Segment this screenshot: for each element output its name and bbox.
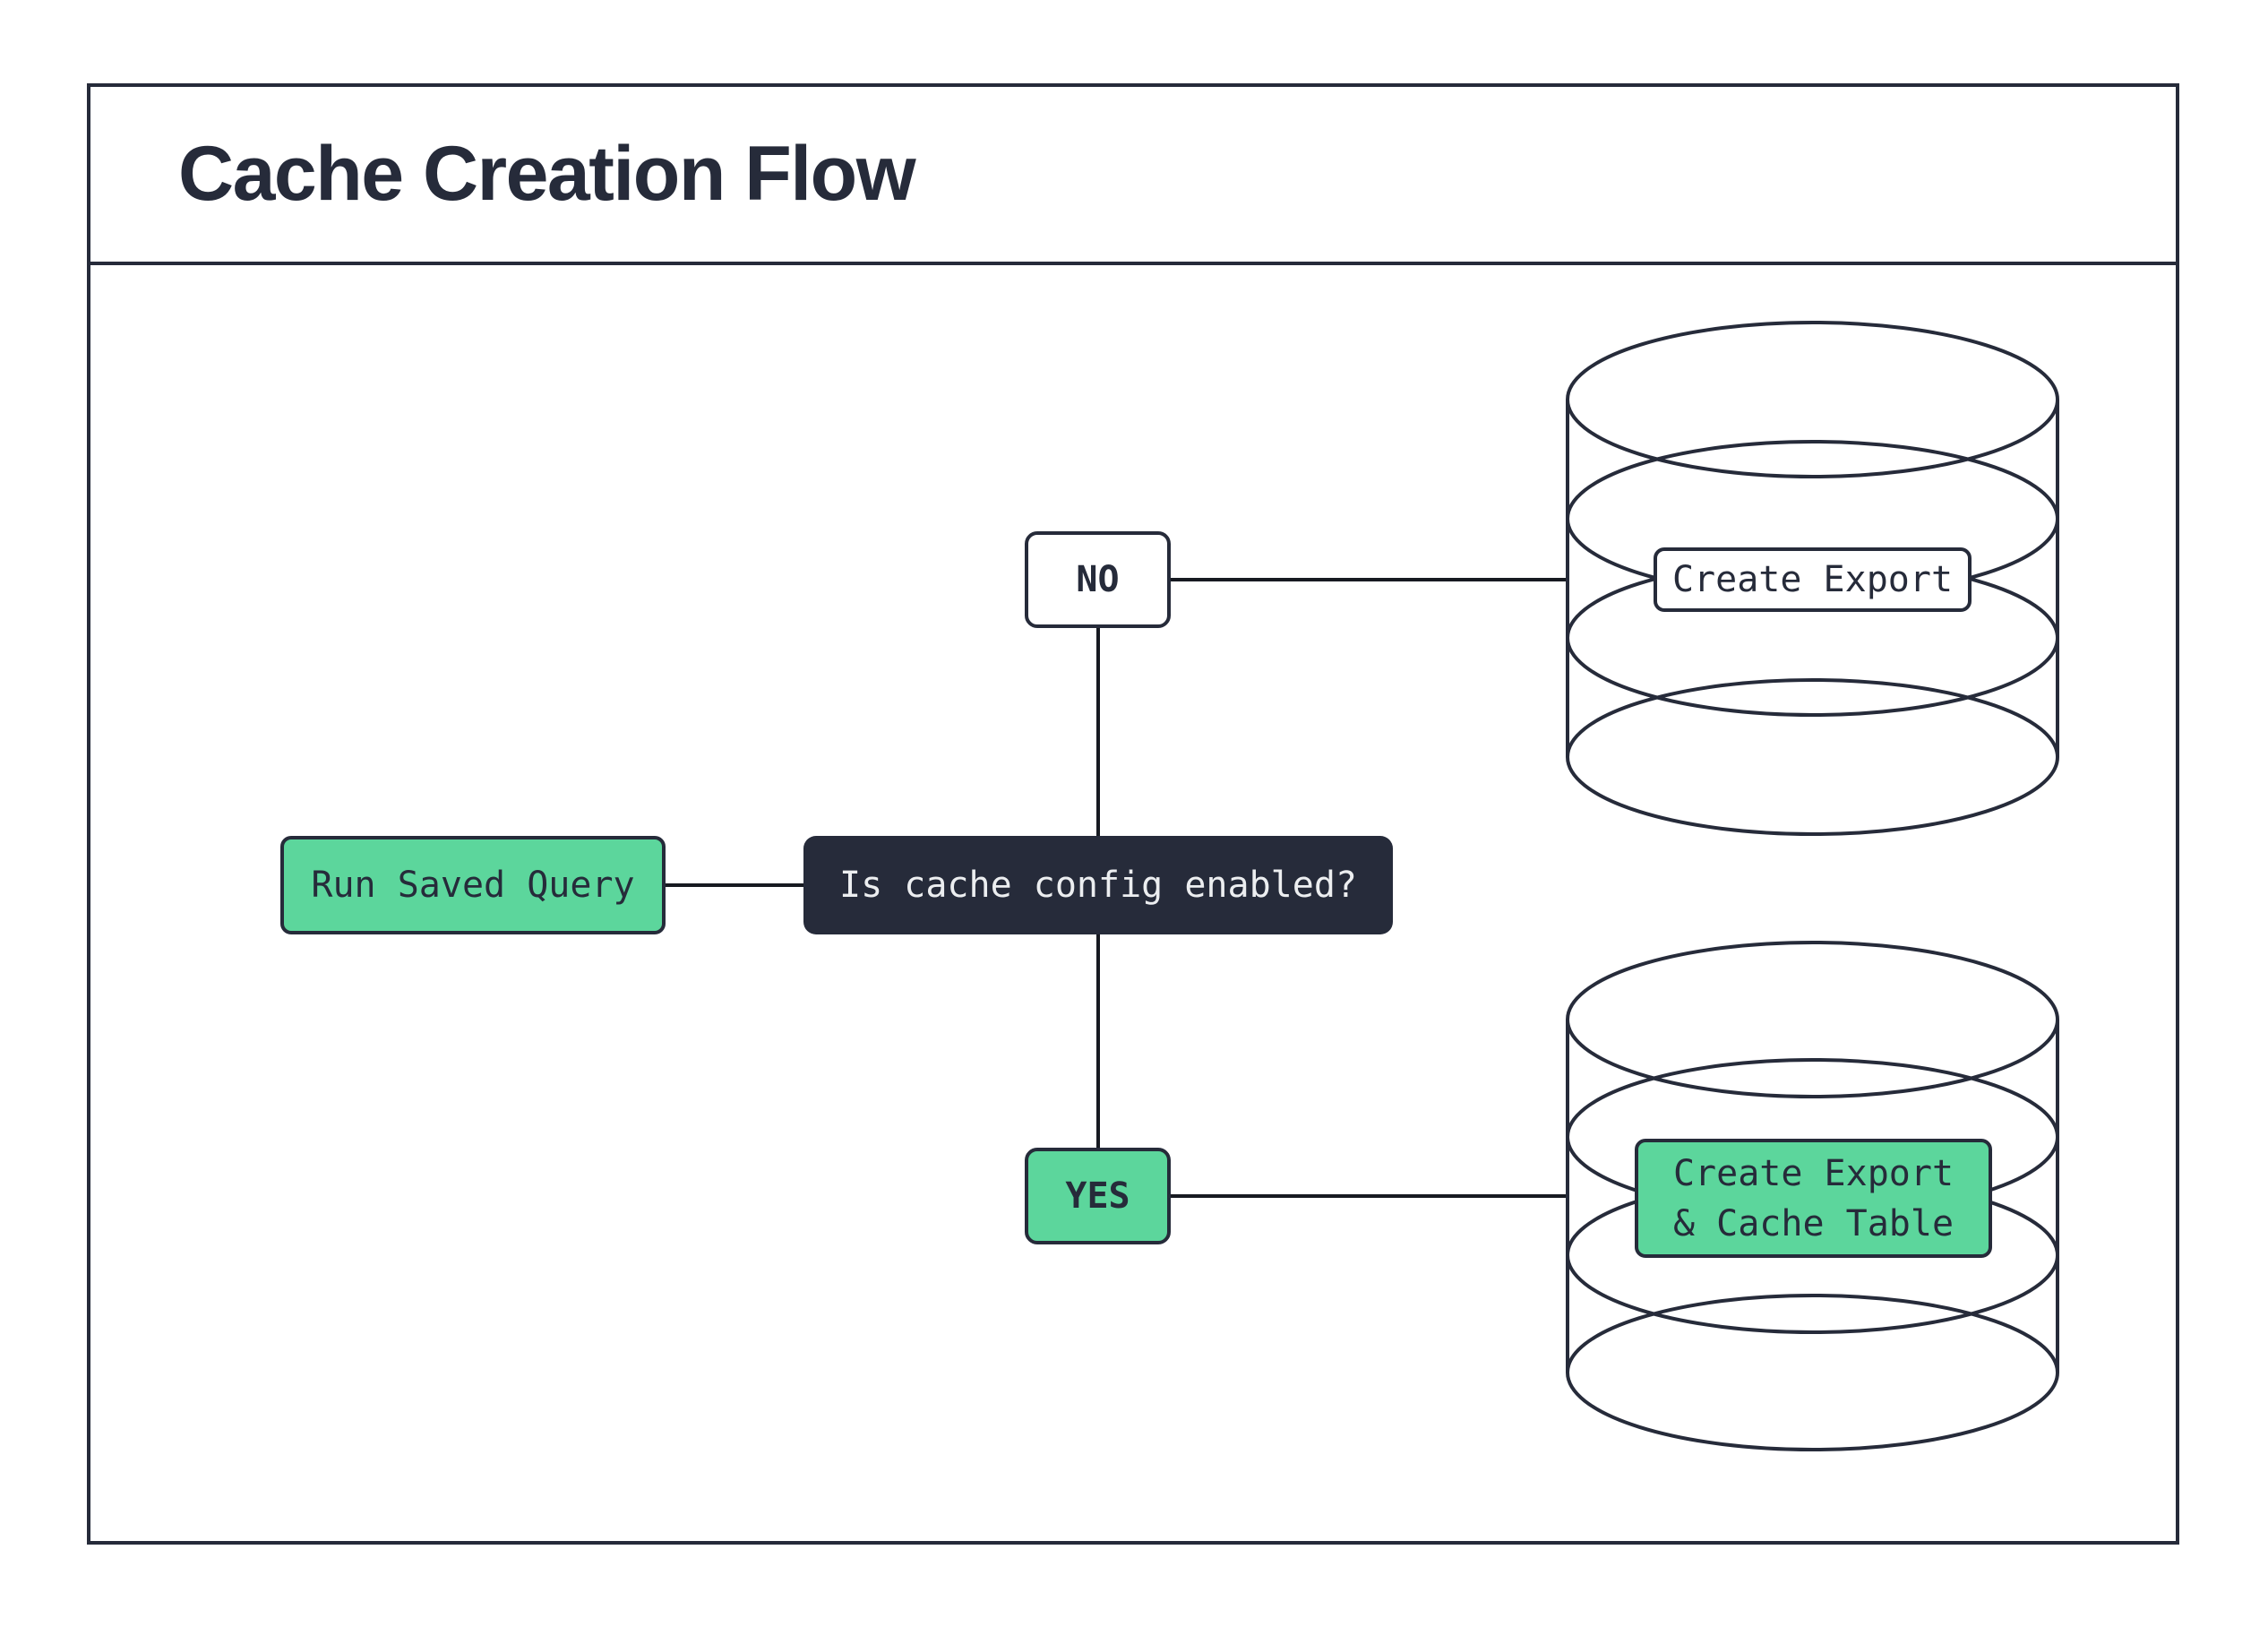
- decision-node: Is cache config enabled?: [803, 836, 1393, 934]
- start-node: Run Saved Query: [280, 836, 666, 934]
- branch-no-node: NO: [1025, 531, 1171, 628]
- diagram-header: Cache Creation Flow: [90, 87, 2176, 265]
- database-icon-bottom: [1566, 941, 2059, 1451]
- page-title: Cache Creation Flow: [178, 131, 916, 217]
- database-icon-top: [1566, 321, 2059, 836]
- outcome-yes-label: Create Export & Cache Table: [1635, 1139, 1992, 1258]
- outcome-yes-label-line2: & Cache Table: [1672, 1202, 1954, 1244]
- diagram-frame: Cache Creation Flow: [87, 83, 2179, 1545]
- outcome-no-label: Create Export: [1654, 547, 1972, 612]
- outcome-yes-label-line1: Create Export: [1672, 1152, 1954, 1194]
- branch-yes-node: YES: [1025, 1148, 1171, 1244]
